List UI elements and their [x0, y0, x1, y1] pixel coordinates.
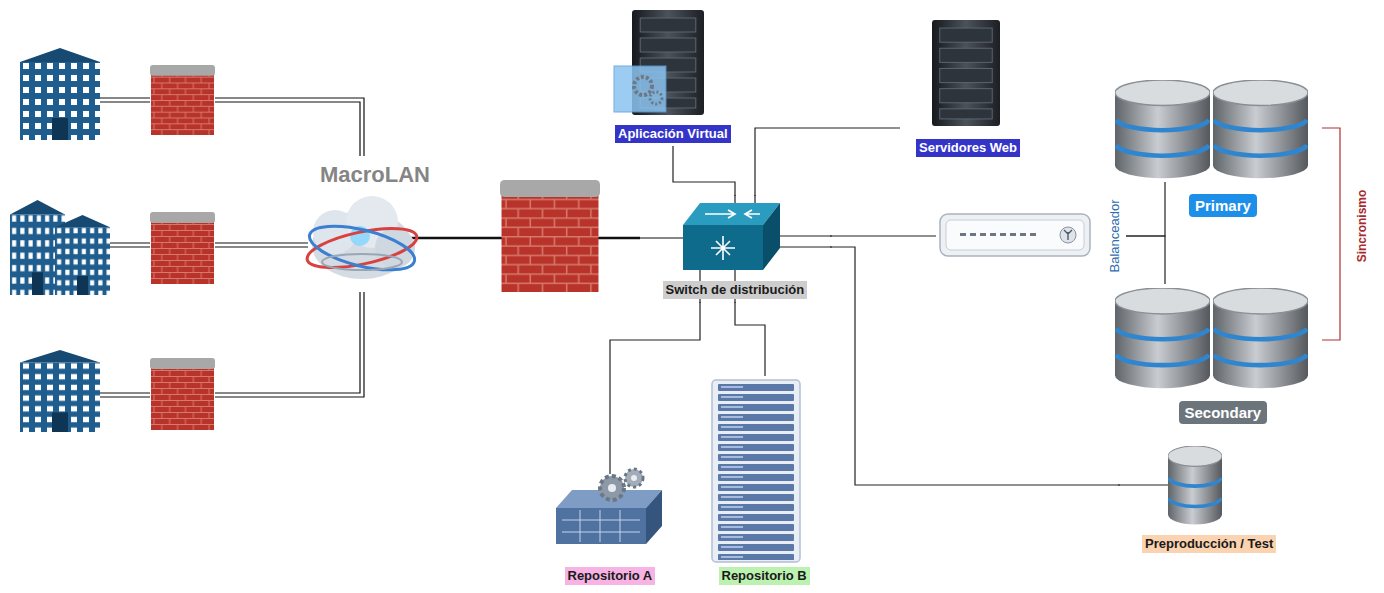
- web-server-icon: [932, 20, 1000, 126]
- repository-node: Repositorio B: [704, 376, 824, 588]
- sync-bracket: [1322, 128, 1340, 340]
- virtual-app-node: Aplicación Virtual: [596, 6, 750, 146]
- web-server-node: Servidores Web: [900, 16, 1036, 160]
- load-balancer-icon: [940, 214, 1090, 256]
- network-cloud: MacroLAN: [298, 160, 452, 295]
- cloud-icon: [304, 196, 452, 279]
- switch-icon: [600, 195, 832, 303]
- database-node: Preproducción / Test: [1120, 440, 1298, 556]
- repository-icon: [556, 469, 662, 544]
- building-icon: [55, 215, 110, 295]
- database-icon: [1213, 80, 1308, 178]
- database-icon: [1115, 80, 1210, 178]
- node-label: Switch de distribución: [663, 281, 808, 299]
- firewall-icon: [500, 180, 600, 292]
- node-label: Repositorio A: [565, 567, 656, 585]
- wire: [1118, 484, 1170, 485]
- node-label: Preproducción / Test: [1142, 535, 1276, 553]
- network-link: [755, 128, 900, 196]
- rack-icon: [712, 380, 800, 562]
- virtual-app-icon: [614, 10, 704, 115]
- network-link: [830, 235, 936, 236]
- database-icon: [1168, 446, 1222, 525]
- double-wire: [100, 98, 364, 397]
- node-label: Repositorio B: [719, 567, 810, 585]
- firewall-icon: [150, 358, 215, 430]
- node-label: Secondary: [1179, 401, 1268, 424]
- node-label: MacroLAN: [318, 162, 432, 188]
- switch-node: Switch de distribución: [640, 196, 830, 302]
- network-link: [1126, 182, 1165, 236]
- database-group: Primary: [1112, 76, 1314, 182]
- firewall-icon: [150, 212, 215, 284]
- network-link: [610, 302, 700, 474]
- node-label: Aplicación Virtual: [615, 125, 731, 143]
- building-icon: [20, 48, 100, 140]
- database-group: Secondary: [1112, 284, 1314, 392]
- network-link: [673, 146, 735, 196]
- database-icon: [1115, 288, 1210, 388]
- building-icon: [20, 350, 100, 432]
- sync-label: Sincronismo: [1354, 189, 1370, 264]
- balancer-node: Balanceador: [936, 190, 1126, 282]
- node-label: Servidores Web: [916, 139, 1020, 157]
- network-link: [1126, 236, 1165, 284]
- node-label: Primary: [1189, 194, 1257, 217]
- network-link: [830, 247, 1120, 485]
- network-link: [735, 302, 765, 376]
- repository-node: Repositorio A: [546, 474, 674, 588]
- database-icon: [1213, 288, 1308, 388]
- node-label: Balanceador: [1106, 199, 1122, 274]
- firewall-icon: [150, 65, 215, 135]
